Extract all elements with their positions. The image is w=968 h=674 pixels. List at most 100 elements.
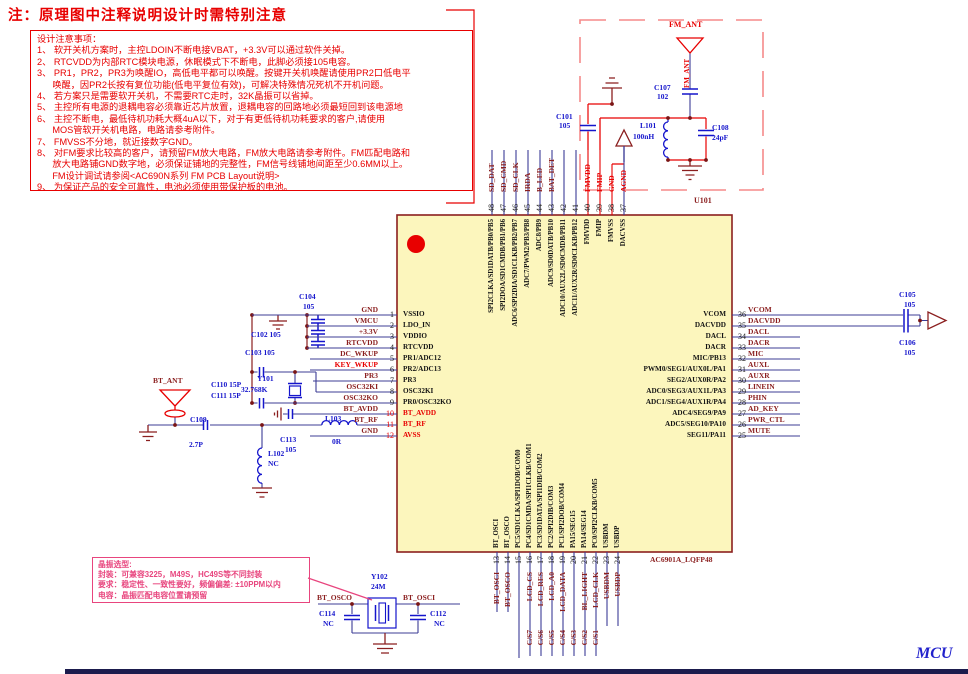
net-label: BT_OSCO: [503, 572, 512, 608]
component-label-part: AC6901A_LQFP48: [650, 555, 713, 564]
component-label-c109-val: 2.7P: [189, 440, 203, 449]
ground-icon: [678, 160, 702, 181]
net-label: OSC32KO: [343, 392, 378, 402]
component-label-bt-osci: BT_OSCI: [403, 593, 436, 602]
net-label: LCD_CS: [525, 572, 534, 602]
net-label: DACR: [748, 337, 770, 347]
component-label-y102-ref: Y102: [371, 572, 388, 581]
pin-number: 20: [568, 556, 578, 564]
pin-name: VSSIO: [403, 310, 425, 318]
pin-name: VCOM: [703, 310, 726, 318]
note-leader-line: [307, 577, 373, 601]
pin-name: PR0/OSC32KO: [403, 398, 452, 406]
pin-number: 23: [601, 556, 611, 564]
l101-inductor-icon: [662, 121, 669, 158]
crystal-note-line: 要求：稳定性、一致性要好，频偏偏差: ±10PPM以内: [98, 580, 281, 590]
crystal-note-line: 封装：可兼容3225，M49S，HC49S等不同封装: [98, 570, 263, 580]
pin1-marker: [407, 235, 425, 253]
net-label: VCOM: [748, 304, 772, 314]
c105-c106-icon: [903, 309, 909, 333]
pin-number: 18: [546, 556, 556, 564]
pin-name: ADC4/SEG9/PA9: [672, 409, 726, 417]
pin-name: BT_AVDD: [403, 409, 437, 417]
ground-icon: [252, 487, 272, 498]
net-label: AD_KEY: [748, 403, 779, 413]
component-label-c114-ref: C114: [319, 609, 336, 618]
component-label-y102-val: 24M: [371, 582, 386, 591]
fm-section-outline: [579, 19, 764, 191]
pin-name: PC0/SPI2CLKB/COM5: [591, 478, 599, 548]
net-label: FMIP: [594, 172, 604, 192]
net-label: C/S3: [569, 630, 578, 646]
component-label-c113-val: 105: [285, 445, 297, 454]
pin-number: 26: [738, 419, 746, 429]
component-label-c104-val: 105: [303, 302, 315, 311]
design-notes-box: 设计注意事项：1、 软开关机方案时，主控LDOIN不断电接VBAT，+3.3V可…: [30, 30, 473, 192]
net-label: GND: [361, 304, 378, 314]
component-label-c106-ref: C106: [899, 338, 916, 347]
component-label-c114-val: NC: [323, 619, 334, 628]
pin-number: 24: [612, 556, 622, 564]
fm-antenna-icon: [675, 37, 705, 54]
pin-name: PC4/SD1CMDA/SPI1CLKB/COM1: [525, 443, 533, 548]
design-note-line: 5、 主控所有电源的退耦电容必须靠近芯片放置，退耦电容的回路地必须最短回到该电源…: [37, 102, 403, 113]
c112-icon: [410, 614, 426, 621]
pin-number: 35: [738, 320, 746, 330]
pin-name: PR1/ADC12: [403, 354, 441, 362]
net-label: SD_CMD: [498, 160, 508, 192]
pin-number: 28: [738, 397, 746, 407]
net-label: C/S6: [536, 630, 545, 646]
pin-name: ADC11/AUX2R/SD0CLKB/PB12: [571, 219, 579, 316]
pin-name: DACR: [705, 343, 726, 351]
net-label: C/S1: [591, 630, 600, 646]
pin-number: 41: [570, 204, 580, 212]
decoupling-caps-icon: [311, 315, 325, 348]
net-label: KEY_WKUP: [334, 359, 378, 369]
net-label: OSC32KI: [346, 381, 378, 391]
component-label-c106-val: 105: [904, 348, 916, 357]
net-label: RTCVDD: [346, 337, 378, 347]
pin-name: AVSS: [403, 431, 421, 439]
net-label: PWR_CTL: [748, 414, 785, 424]
pin-name: DACVSS: [619, 219, 627, 247]
pin-name: DACVDD: [694, 321, 726, 329]
pin-number: 27: [738, 408, 746, 418]
pin-name: PC1/SPI2DOB/COM4: [558, 483, 566, 548]
net-label: DACL: [748, 326, 770, 336]
pin-name: MIC/PB13: [692, 354, 726, 362]
design-note-line: 放大电路铺GND数字地，必须保证铺地的完整性，FM信号线铺地间距至少0.6MM以…: [37, 159, 409, 170]
net-label: MIC: [748, 348, 764, 358]
pin-name: FMIP: [595, 219, 603, 237]
pin-number: 48: [486, 204, 496, 212]
power-flag-icon: [602, 77, 622, 104]
l103-inductor-icon: [321, 419, 358, 426]
page-title: 注：原理图中注释说明设计时需特别注意: [8, 8, 287, 24]
antenna-symbols: [158, 37, 705, 418]
pin-number: 38: [606, 204, 616, 212]
gnd-rails: [251, 315, 308, 403]
pin-number: 39: [594, 204, 604, 212]
pin-name: ADC7/PWM2/PB3/PB8: [523, 219, 531, 288]
net-label: C/S7: [525, 630, 534, 646]
pin-name: USBDM: [602, 523, 610, 548]
design-note-line: 3、 PR1，PR2，PR3为唤醒IO，高低电平都可以唤醒。按键开关机唤醒请使用…: [37, 68, 411, 79]
pin-name: PA15/SEG15: [569, 510, 577, 548]
y102-crystal-icon: [367, 597, 397, 629]
net-label: C/S2: [580, 630, 589, 646]
component-label-l102-val: NC: [268, 459, 279, 468]
pin-number: 21: [579, 556, 589, 564]
pin-number: 47: [498, 204, 508, 212]
agnd-arrow-icon: [614, 128, 634, 147]
net-label: LCD_DATA: [558, 572, 567, 612]
pin-name: ADC1/SEG4/AUX1R/PA4: [645, 398, 726, 406]
pin-number: 42: [558, 204, 568, 212]
pin-name: VDDIO: [403, 332, 427, 340]
pin-number: 46: [510, 204, 520, 212]
sheet-name-label: MCU: [916, 645, 953, 662]
pin-number: 34: [738, 331, 746, 341]
ic-body: [396, 214, 733, 553]
ground-icon: [139, 425, 157, 442]
net-label: BT_RF: [354, 414, 378, 424]
